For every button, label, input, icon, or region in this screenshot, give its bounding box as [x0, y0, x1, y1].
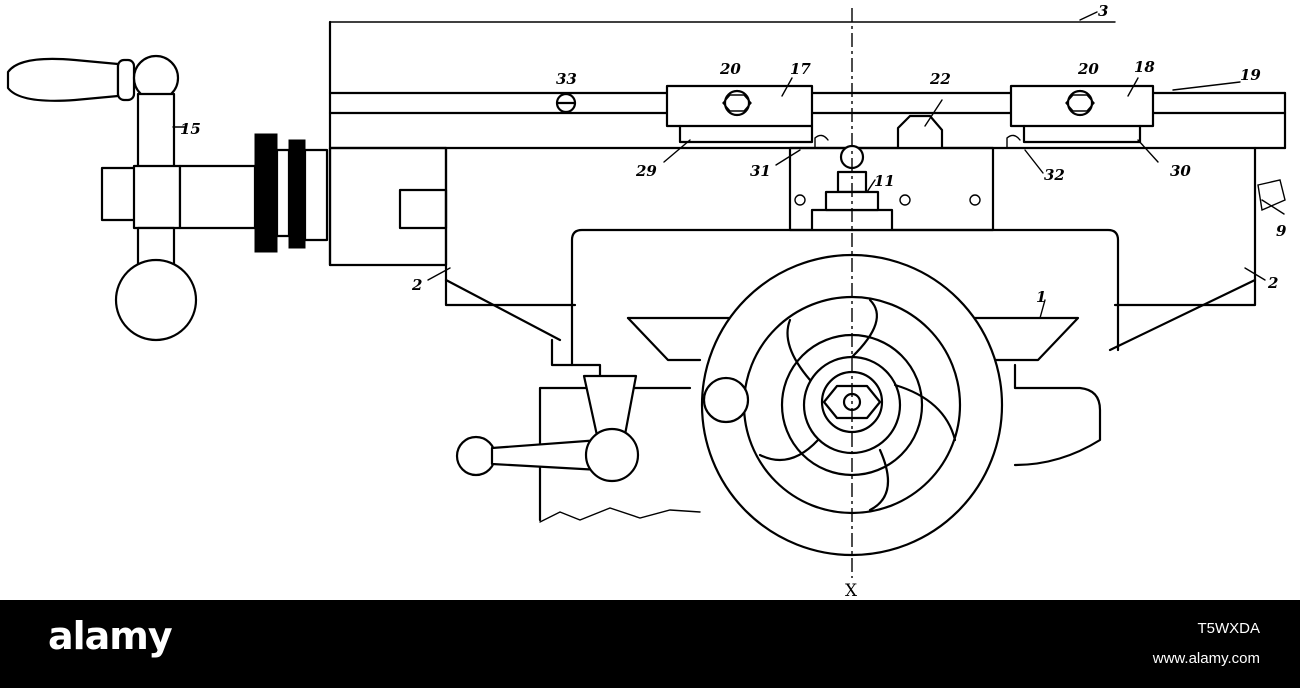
- clamp-block-17: [665, 84, 814, 144]
- milling-table-drawing: 3 33 20 17 22 20 18 19 29 31 11 32 30 9 …: [6, 2, 1287, 600]
- image-id: T5WXDA: [1197, 620, 1260, 637]
- brand-logo: alamy: [48, 614, 173, 658]
- label-17: 17: [790, 60, 811, 78]
- hook-32: [1006, 134, 1021, 149]
- label-9: 9: [1276, 222, 1287, 240]
- stop-block-22: [896, 114, 944, 148]
- label-1: 1: [1036, 288, 1046, 306]
- label-33: 33: [556, 70, 577, 88]
- label-29: 29: [635, 162, 657, 180]
- site-url: www.alamy.com: [1152, 650, 1260, 667]
- label-x-axis: X: [845, 581, 858, 600]
- label-3: 3: [1098, 2, 1108, 20]
- label-20-left: 20: [719, 60, 741, 78]
- technical-drawing: 3 33 20 17 22 20 18 19 29 31 11 32 30 9 …: [6, 2, 1287, 600]
- label-2-right: 2: [1267, 274, 1278, 292]
- label-32: 32: [1044, 166, 1065, 184]
- label-20-right: 20: [1077, 60, 1099, 78]
- bearing-housing: [328, 146, 448, 267]
- label-2-left: 2: [411, 276, 422, 294]
- watermark-footer: alamy T5WXDA www.alamy.com: [0, 600, 1300, 688]
- part-labels: 3 33 20 17 22 20 18 19 29 31 11 32 30 9 …: [180, 2, 1287, 600]
- label-15: 15: [180, 120, 201, 138]
- hook-31: [814, 134, 829, 149]
- screw-33: [555, 92, 577, 114]
- leader-lines: [172, 11, 1266, 319]
- handwheel: [700, 253, 1004, 557]
- clamp-block-18: [1009, 84, 1155, 144]
- label-30: 30: [1170, 162, 1191, 180]
- part-9: [1257, 179, 1286, 215]
- label-11: 11: [874, 172, 895, 190]
- crank-assembly-15: [6, 54, 329, 342]
- label-18: 18: [1134, 58, 1155, 76]
- label-19: 19: [1240, 66, 1261, 84]
- label-22: 22: [929, 70, 951, 88]
- label-31: 31: [750, 162, 771, 180]
- clamp-lever: [455, 374, 640, 483]
